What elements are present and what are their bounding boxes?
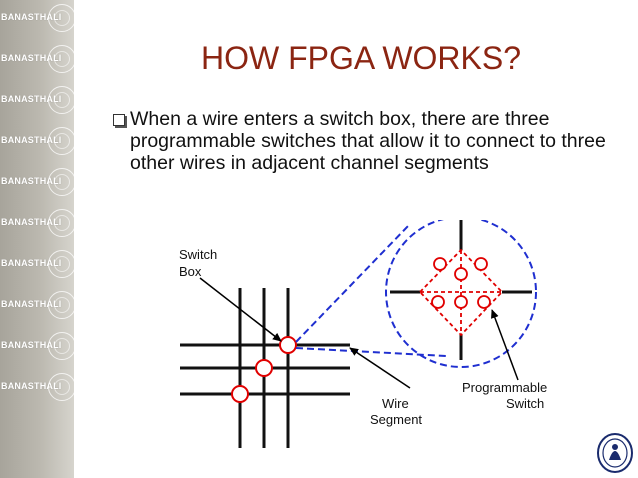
watermark-seal-inner-icon: [54, 379, 70, 395]
callout-arrows: [199, 277, 519, 389]
switch-internal-dashes: [418, 248, 504, 337]
sidebar-watermark-row: BANASTHALI: [0, 291, 74, 333]
watermark-seal-icon: [48, 332, 74, 360]
wire-segment-label-1: Wire: [382, 396, 409, 411]
sidebar-watermark-row: BANASTHALI: [0, 45, 74, 87]
watermark-seal-inner-icon: [54, 256, 70, 272]
sidebar-watermark-row: BANASTHALI: [0, 127, 74, 169]
watermark-text: BANASTHALI: [1, 217, 62, 227]
watermark-seal-icon: [48, 209, 74, 237]
watermark-text: BANASTHALI: [1, 340, 62, 350]
switch-box-label-2: Box: [179, 264, 202, 279]
watermark-seal-inner-icon: [54, 10, 70, 26]
sidebar-watermark-row: BANASTHALI: [0, 332, 74, 374]
sidebar-watermark-row: BANASTHALI: [0, 86, 74, 128]
watermark-text: BANASTHALI: [1, 53, 62, 63]
watermark-seal-inner-icon: [54, 338, 70, 354]
slide-title: HOW FPGA WORKS?: [200, 40, 522, 76]
wire-segment-label-2: Segment: [370, 412, 422, 427]
watermark-text: BANASTHALI: [1, 94, 62, 104]
watermark-seal-icon: [48, 86, 74, 114]
sidebar-watermark: BANASTHALI BANASTHALI BANASTHALI BANASTHALI…: [0, 0, 74, 478]
fpga-switch-box-diagram: Switch Box Programmable Switch Wire Segm…: [179, 220, 547, 448]
sidebar-watermark-row: BANASTHALI: [0, 373, 74, 415]
bullet-checkbox-icon: [113, 114, 125, 126]
watermark-seal-icon: [48, 45, 74, 73]
watermark-text: BANASTHALI: [1, 176, 62, 186]
watermark-text: BANASTHALI: [1, 258, 62, 268]
watermark-seal-inner-icon: [54, 92, 70, 108]
watermark-text: BANASTHALI: [1, 299, 62, 309]
programmable-switch-circles: [431, 257, 491, 309]
sidebar-watermark-row: BANASTHALI: [0, 250, 74, 292]
watermark-text: BANASTHALI: [1, 12, 62, 22]
watermark-seal-inner-icon: [54, 297, 70, 313]
watermark-text: BANASTHALI: [1, 381, 62, 391]
enlarged-switch-box: [390, 220, 532, 360]
watermark-seal-icon: [48, 373, 74, 401]
wire-grid: [180, 288, 350, 448]
switch-box-label-1: Switch: [179, 247, 217, 262]
watermark-text: BANASTHALI: [1, 135, 62, 145]
watermark-seal-icon: [48, 168, 74, 196]
watermark-seal-icon: [48, 291, 74, 319]
watermark-seal-icon: [48, 250, 74, 278]
watermark-seal-inner-icon: [54, 215, 70, 231]
switch-box-circles: [231, 336, 297, 403]
watermark-seal-inner-icon: [54, 51, 70, 67]
sidebar-watermark-row: BANASTHALI: [0, 209, 74, 251]
watermark-seal-inner-icon: [54, 174, 70, 190]
watermark-seal-icon: [48, 127, 74, 155]
banasthali-seal-icon: [597, 433, 633, 473]
watermark-seal-icon: [48, 4, 74, 32]
programmable-switch-label-2: Switch: [506, 396, 544, 411]
sidebar-watermark-row: BANASTHALI: [0, 4, 74, 46]
sidebar-watermark-row: BANASTHALI: [0, 168, 74, 210]
zoom-lines: [295, 220, 537, 368]
bullet-text: When a wire enters a switch box, there a…: [130, 108, 606, 174]
watermark-seal-inner-icon: [54, 133, 70, 149]
programmable-switch-label-1: Programmable: [462, 380, 547, 395]
